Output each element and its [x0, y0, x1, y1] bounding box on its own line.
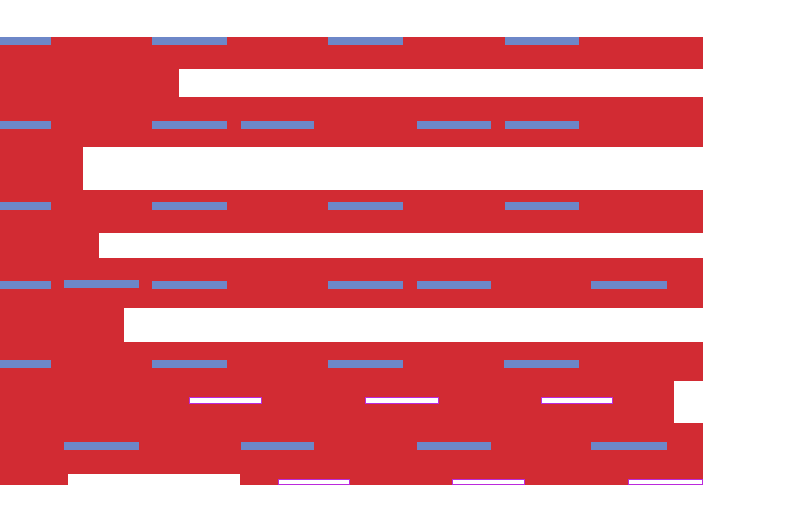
magenta-outline-bar: [278, 479, 350, 485]
blue-bar: [241, 121, 314, 129]
white-band: [124, 308, 799, 342]
white-band: [99, 233, 799, 258]
blue-bar: [328, 281, 403, 289]
blue-bar: [0, 121, 51, 129]
blue-bar: [152, 202, 227, 210]
blue-bar: [505, 202, 579, 210]
magenta-outline-bar: [541, 397, 613, 404]
white-band: [674, 381, 703, 423]
blue-bar: [504, 360, 579, 368]
blue-bar: [328, 360, 403, 368]
blue-bar: [591, 442, 667, 450]
white-band: [68, 474, 240, 485]
blue-bar: [64, 442, 139, 450]
white-band: [179, 69, 799, 97]
white-band: [83, 147, 799, 190]
blue-bar: [417, 442, 491, 450]
blue-bar: [152, 121, 227, 129]
blue-bar: [152, 37, 227, 45]
blue-bar: [591, 281, 667, 289]
blue-bar: [328, 202, 403, 210]
blue-bar: [505, 37, 579, 45]
blue-bar: [152, 281, 227, 289]
blue-bar: [0, 360, 51, 368]
magenta-outline-bar: [365, 397, 439, 404]
blue-bar: [64, 280, 139, 288]
red-content-block: [0, 37, 703, 485]
blue-bar: [0, 37, 51, 45]
magenta-outline-bar: [452, 479, 525, 485]
blue-bar: [417, 281, 491, 289]
blue-bar: [152, 360, 227, 368]
blue-bar: [241, 442, 314, 450]
magenta-outline-bar: [628, 479, 703, 485]
blue-bar: [417, 121, 491, 129]
blue-bar: [328, 37, 403, 45]
magenta-outline-bar: [189, 397, 262, 404]
blue-bar: [0, 281, 51, 289]
blue-bar: [0, 202, 51, 210]
blue-bar: [505, 121, 579, 129]
